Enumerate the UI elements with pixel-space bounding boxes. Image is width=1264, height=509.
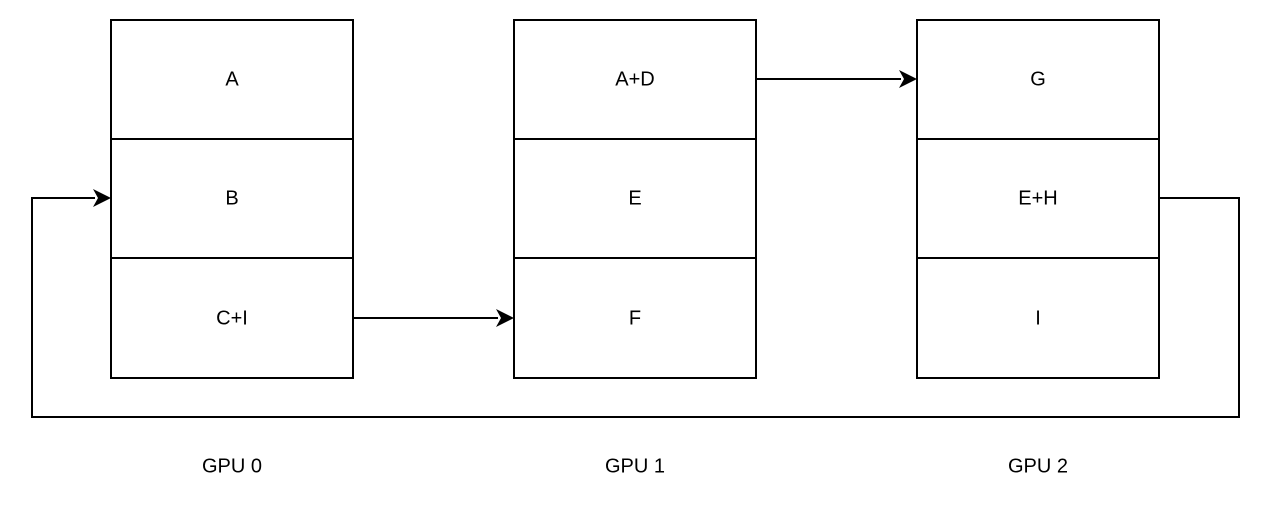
gpu-1-cell-0 [513,19,757,140]
gpu-1-cell-1-label: E [628,187,641,209]
gpu-2-label: GPU 2 [1008,455,1068,477]
gpu-1-cell-2-label: F [629,307,641,329]
gpu-1-label: GPU 1 [605,455,665,477]
gpu-0-cell-2-label: C+I [216,307,248,329]
gpu-2-cell-0-label: G [1030,68,1046,90]
gpu-0-cell-2 [110,257,354,379]
arrow-gpu2-loop-to-gpu0 [31,197,1240,418]
arrowhead-gpu2-loop-to-gpu0 [93,189,111,207]
gpu-2-cell-2 [916,257,1160,379]
gpu-1-cell-0-label: A+D [615,68,654,90]
gpu-0-cell-1-label: B [225,187,238,209]
gpu-2-column: G E+H I GPU 2 [916,19,1160,477]
gpu-1-cell-1 [513,138,757,259]
gpu-2-cell-2-label: I [1035,307,1041,329]
gpu-2-cell-1-label: E+H [1018,187,1057,209]
gpu-0-cell-0-label: A [225,68,239,90]
gpu-1-cell-2 [513,257,757,379]
gpu-1-column: A+D E F GPU 1 [513,19,757,477]
gpu-0-column: A B C+I GPU 0 [110,19,354,477]
gpu-0-label: GPU 0 [202,455,262,477]
gpu-0-cell-0 [110,19,354,140]
arrowhead-gpu1-to-gpu2 [899,70,917,88]
connectors [31,70,1240,418]
gpu-2-cell-1 [916,138,1160,259]
arrowhead-gpu0-to-gpu1 [496,309,514,327]
gpu-0-cell-1 [110,138,354,259]
